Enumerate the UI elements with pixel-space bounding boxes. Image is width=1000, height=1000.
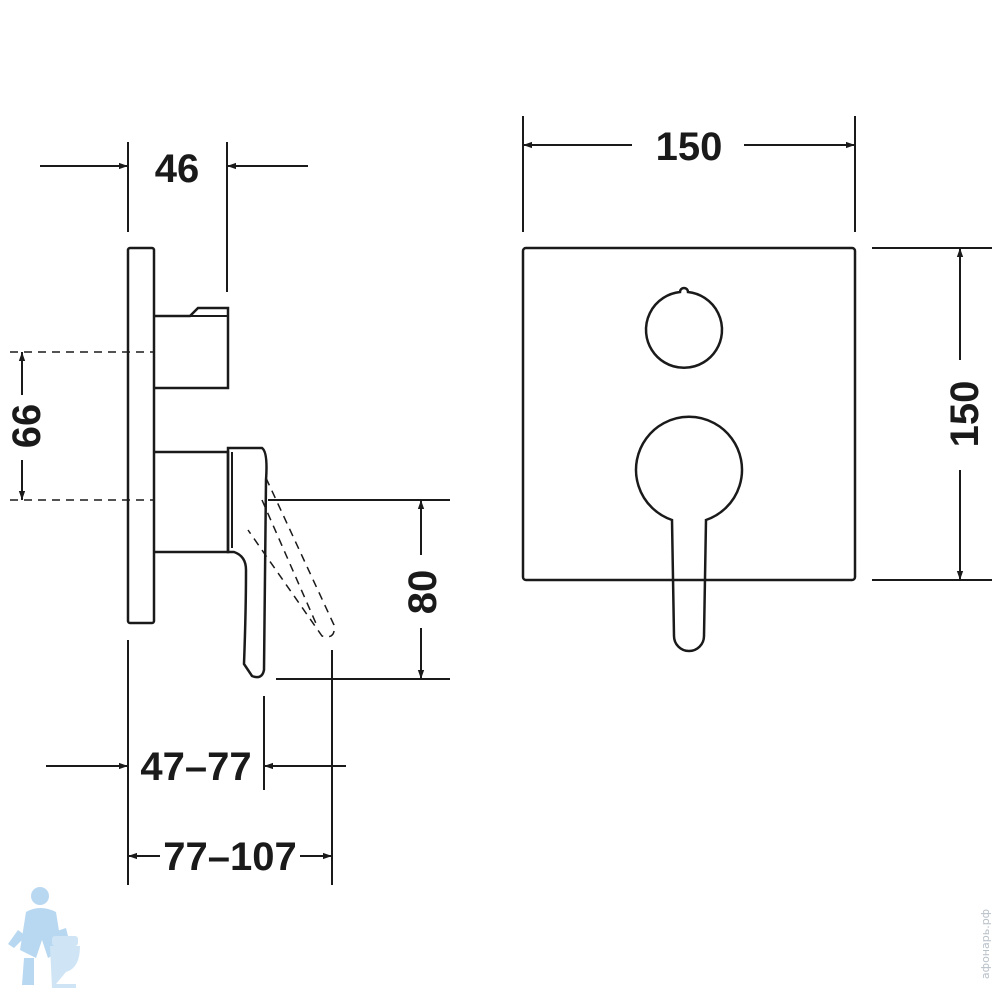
dim-47-77-label: 47–77 (140, 745, 251, 789)
dim-150h-label: 150 (943, 381, 987, 448)
dim-77-107-label: 77–107 (163, 835, 296, 879)
front-view: 150 150 (521, 116, 992, 653)
dim-66-label: 66 (5, 404, 49, 449)
side-upper-knob (155, 306, 230, 390)
front-diverter-knob (644, 286, 724, 369)
front-lever-handle (634, 415, 744, 653)
side-wall-plate (126, 246, 156, 625)
dim-150w-label: 150 (656, 125, 723, 169)
side-lever-alternate-position (247, 477, 335, 638)
side-view: 46 66 80 47–77 77–107 (5, 142, 450, 885)
side-lower-body (155, 450, 230, 554)
dim-46-label: 46 (155, 147, 200, 191)
dim-80-label: 80 (401, 570, 445, 615)
front-cover-plate (521, 246, 857, 582)
watermark-text: афонарь.рф (979, 909, 992, 979)
side-lever (226, 446, 268, 679)
plumber-mascot-icon (8, 887, 80, 988)
